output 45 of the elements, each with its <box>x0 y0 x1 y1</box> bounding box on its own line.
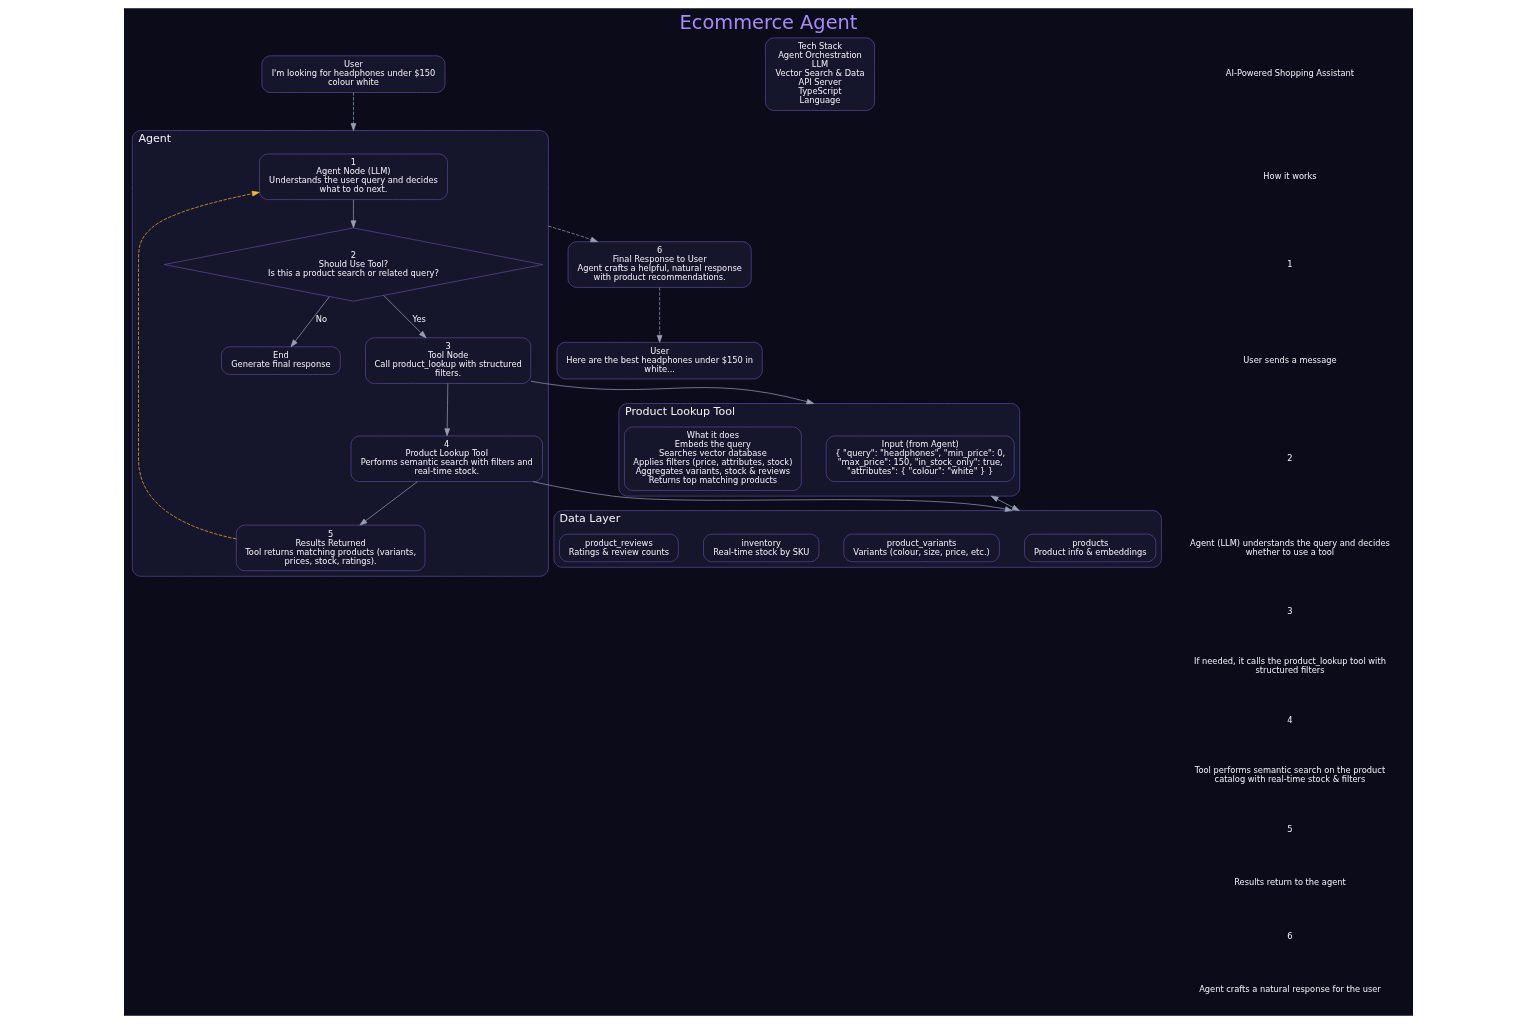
edge-label: No <box>315 313 327 324</box>
label: Agent crafts a natural response for the user <box>1198 983 1381 994</box>
node-box: User Here are the best headphones under $150 in white... <box>556 341 763 380</box>
node-box: product_variants Variants (colour, size, price, etc.) <box>843 533 1000 563</box>
node-box: What it does Embeds the query Searches vector database Applies filters (price, attributes, stock) Aggregates variants, stock & reviews Returns top matching products <box>623 426 802 491</box>
node-box: 5 Results Returned Tool returns matching products (variants, prices, stock, ratings). <box>235 524 425 572</box>
node-box: product_reviews Ratings & review counts <box>558 533 679 563</box>
arrow <box>656 287 662 343</box>
label: Agent (LLM) understands the query and decides whether to use a tool <box>1189 537 1390 557</box>
arrow <box>350 199 356 228</box>
arrow <box>529 380 814 405</box>
node-box: products Product info & embeddings <box>1023 533 1156 563</box>
node-box: Input (from Agent) { "query": "headphones", "min_price": 0, "max_price": 150, "in_stock_only": true, "attributes": { "colour": "white" } } <box>825 435 1015 482</box>
node-box: 1 Agent Node (LLM) Understands the user query and decides what to do next. <box>258 153 448 200</box>
node-box: 4 Product Lookup Tool Performs semantic search with filters and real-time stock. <box>350 435 543 482</box>
label: Tool performs semantic search on the product catalog with real-time stock & filters <box>1194 764 1385 784</box>
arrow <box>382 295 426 339</box>
arrow <box>990 495 1020 511</box>
label: 5 <box>1286 824 1293 835</box>
label: 6 <box>1286 930 1293 941</box>
label: AI-Powered Shopping Assistant <box>1225 68 1354 79</box>
arrow <box>290 296 330 348</box>
arrow <box>532 481 1012 512</box>
label: 2 <box>1286 452 1293 463</box>
node-box: 3 Tool Node Call product_lookup with structured filters. <box>364 337 531 384</box>
label: How it works <box>1262 170 1317 181</box>
arrow <box>443 383 450 436</box>
diagram-title: Ecommerce Agent <box>679 11 857 35</box>
arrow <box>547 225 598 243</box>
label: 1 <box>1286 258 1293 269</box>
node-box: End Generate final response <box>220 346 341 375</box>
label: Results return to the agent <box>1233 877 1346 888</box>
node-diamond: 2 Should Use Tool? Is this a product search or related query? <box>163 227 543 302</box>
arrow <box>137 190 260 540</box>
label: 4 <box>1286 714 1293 725</box>
node-box: 6 Final Response to User Agent crafts a helpful, natural response with product recommendations. <box>567 241 752 288</box>
node-box: User I'm looking for headphones under $150 colour white <box>261 55 445 93</box>
arrow <box>359 481 418 526</box>
label: 3 <box>1286 605 1293 616</box>
node-box: Tech Stack Agent Orchestration LLM Vector Search & Data API Server TypeScript Language <box>764 37 875 111</box>
node-box: inventory Real-time stock by SKU <box>702 533 819 563</box>
arrow <box>350 92 356 131</box>
label: If needed, it calls the product_lookup tool with structured filters <box>1193 655 1386 675</box>
label: User sends a message <box>1242 354 1337 365</box>
edge-label: Yes <box>411 313 426 324</box>
